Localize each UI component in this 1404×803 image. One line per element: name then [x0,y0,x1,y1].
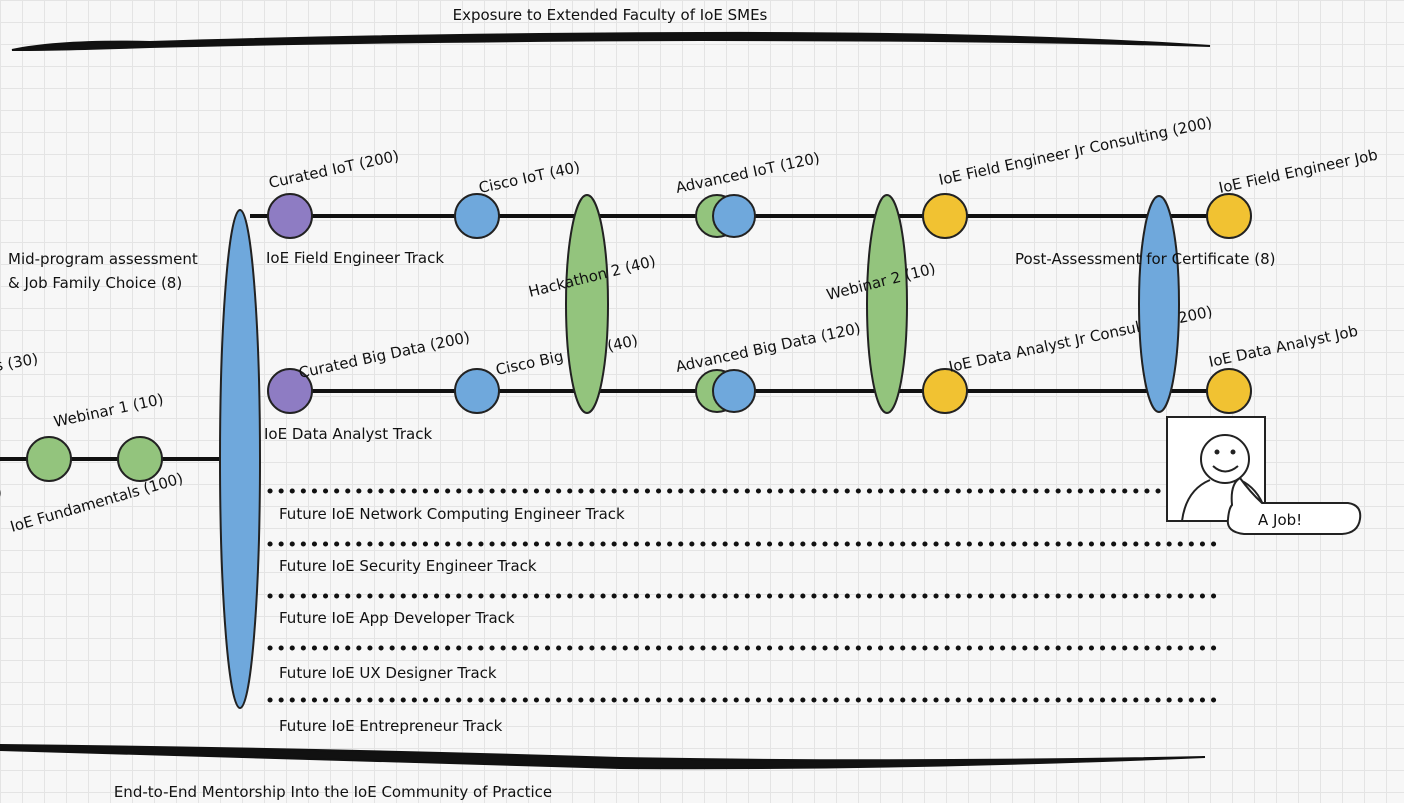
mid-assessment-label-2: & Job Family Choice (8) [8,274,182,292]
banner-top-label: Exposure to Extended Faculty of IoE SMEs [453,6,768,24]
future-track-label: Future IoE Security Engineer Track [279,557,537,575]
webinar1-node [26,436,72,482]
field-consulting-node [922,193,968,239]
curated-bigdata-label: Curated Big Data (200) [297,328,471,382]
cut-label-lower: ) [0,484,2,502]
curated-bigdata-node [267,368,313,414]
future-track-label: Future IoE App Developer Track [279,609,515,627]
future-track-label: Future IoE Network Computing Engineer Tr… [279,505,625,523]
job-speech-bubble [1226,476,1362,535]
data-job-label: IoE Data Analyst Job [1207,322,1359,371]
data-job-node [1206,368,1252,414]
webinar1-label: Webinar 1 (10) [52,390,165,431]
banner-bottom-label: End-to-End Mentorship Into the IoE Commu… [114,783,552,801]
advanced-bigdata-node [712,369,756,413]
advanced-iot-node [712,194,756,238]
future-track-label: Future IoE UX Designer Track [279,664,497,682]
mid-assessment-ellipse [219,209,261,709]
hackathon2-ellipse [565,194,609,414]
field-track-name: IoE Field Engineer Track [266,249,444,267]
fundamentals-label: IoE Fundamentals (100) [8,469,185,536]
mid-assessment-label-1: Mid-program assessment [8,250,198,268]
field-job-label: IoE Field Engineer Job [1217,146,1379,197]
cisco-iot-node [454,193,500,239]
field-consulting-label: IoE Field Engineer Jr Consulting (200) [937,113,1214,189]
post-assessment-label: Post-Assessment for Certificate (8) [1015,250,1276,268]
advanced-bigdata-label: Advanced Big Data (120) [674,319,862,376]
cisco-iot-label: Cisco IoT (40) [477,158,581,197]
field-job-node [1206,193,1252,239]
data-consulting-node [922,368,968,414]
bottom-banner-stroke [0,743,1206,770]
job-bubble-label: A Job! [1258,511,1302,529]
data-track-name: IoE Data Analyst Track [264,425,432,443]
cut-label-upper: s (30) [0,350,39,375]
curated-iot-node [267,193,313,239]
top-banner-stroke [11,31,1211,51]
future-track-label: Future IoE Entrepreneur Track [279,717,503,735]
post-assessment-ellipse [1138,195,1180,413]
advanced-iot-label: Advanced IoT (120) [674,149,821,197]
webinar2-ellipse [866,194,908,414]
fundamentals-node [117,436,163,482]
curated-iot-label: Curated IoT (200) [267,147,400,192]
cisco-bigdata-node [454,368,500,414]
